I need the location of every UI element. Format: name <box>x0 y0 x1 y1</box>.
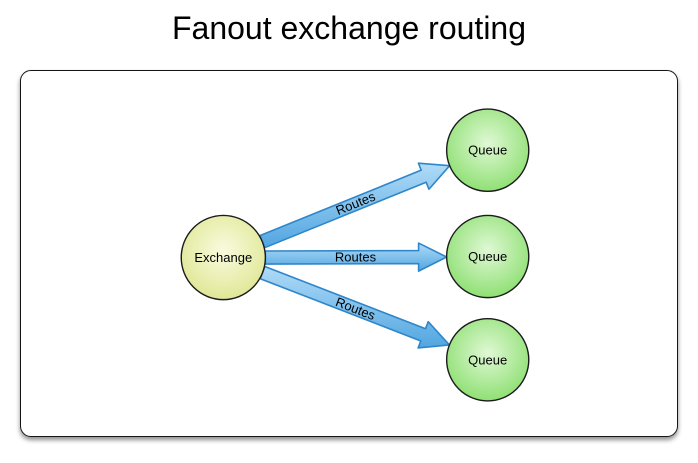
queue-circle-top <box>445 108 530 193</box>
queue-node-middle: Queue <box>445 214 530 299</box>
queue-circle-middle <box>445 214 530 299</box>
routes-arrows <box>259 162 451 349</box>
queue-label-middle: Queue <box>468 249 507 264</box>
exchange-circle <box>180 214 267 301</box>
exchange-node: Exchange <box>180 214 267 301</box>
diagram-svg: Routes Routes Routes Exchange Queue Queu… <box>180 108 530 402</box>
diagram-canvas: Routes Routes Routes Exchange Queue Queu… <box>20 70 678 437</box>
routes-label-bottom: Routes <box>334 294 378 323</box>
exchange-label: Exchange <box>194 250 252 265</box>
queue-label-top: Queue <box>468 143 507 158</box>
routes-label-top: Routes <box>334 188 378 218</box>
page-title: Fanout exchange routing <box>171 10 527 46</box>
routes-arrow-middle <box>264 242 448 272</box>
routes-label-middle: Routes <box>335 250 377 265</box>
queue-node-top: Queue <box>445 108 530 193</box>
routes-arrow-top <box>259 162 451 249</box>
queue-circle-bottom <box>445 317 530 402</box>
routes-arrow-bottom <box>259 265 451 349</box>
queue-label-bottom: Queue <box>468 352 507 367</box>
queue-node-bottom: Queue <box>445 317 530 402</box>
